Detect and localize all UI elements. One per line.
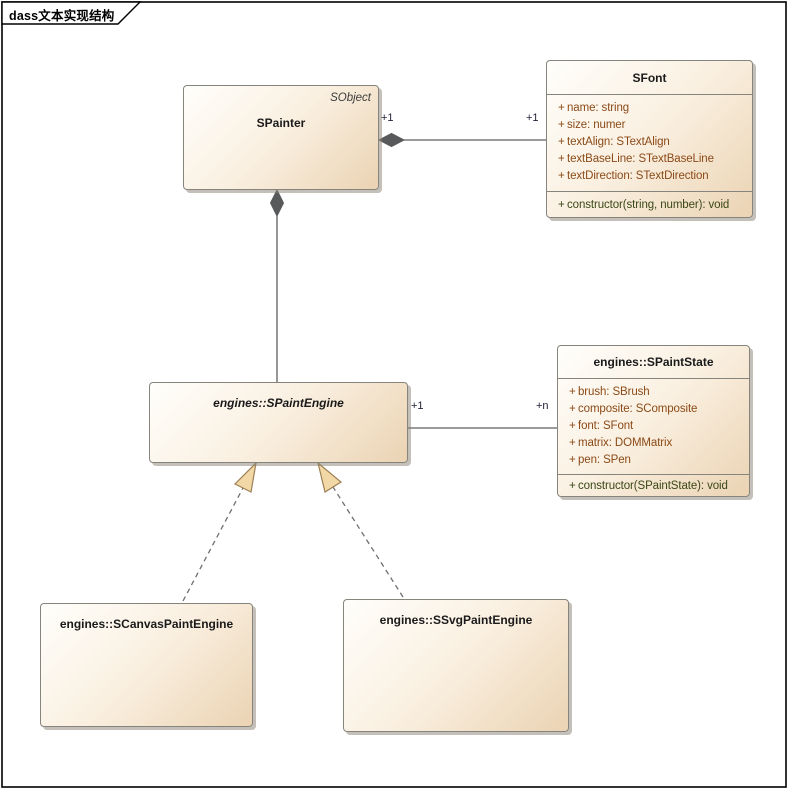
class-box-sfont: SFont +name: string +size: numer +textAlig… xyxy=(546,60,753,218)
class-name: SPainter xyxy=(256,116,306,130)
composition-diamond-icon xyxy=(269,188,285,218)
multiplicity-label: +1 xyxy=(381,112,394,124)
class-member: +name: string xyxy=(558,102,630,114)
class-member: +constructor(string, number): void xyxy=(558,199,730,211)
class-name: engines::SSvgPaintEngine xyxy=(379,613,533,627)
class-member: +matrix: DOMMatrix xyxy=(569,437,673,449)
composition-diamond-icon xyxy=(377,132,406,148)
class-name: engines::SPaintState xyxy=(593,355,714,369)
attributes-compartment: +name: string +size: numer +textAlign: STe… xyxy=(547,94,752,191)
realization-arrowhead-icon xyxy=(233,461,257,493)
class-box-spaintstate: engines::SPaintState +brush: SBrush+comp… xyxy=(557,345,750,497)
class-box-spainter: SObject SPainter xyxy=(183,85,379,190)
class-box-scanvaspaintengine: engines::SCanvasPaintEngine xyxy=(40,603,253,727)
stereotype-label: SObject xyxy=(330,92,371,104)
class-box-ssvgpaintengine: engines::SSvgPaintEngine xyxy=(343,599,569,732)
class-member: +constructor(SPaintState): void xyxy=(569,480,728,492)
class-member: +composite: SComposite xyxy=(569,403,698,415)
diagram-frame-tab xyxy=(1,1,142,25)
class-member: +textBaseLine: STextBaseLine xyxy=(558,153,714,165)
class-member: +size: numer xyxy=(558,119,626,131)
operations-compartment: +constructor(SPaintState): void xyxy=(558,474,749,496)
class-name: engines::SCanvasPaintEngine xyxy=(59,617,234,631)
diagram-frame-title: dass文本实现结构 xyxy=(9,9,115,23)
class-box-spaintengine: engines::SPaintEngine xyxy=(149,382,408,463)
realization-arrowhead-icon xyxy=(316,461,343,493)
multiplicity-label: +1 xyxy=(411,400,424,412)
multiplicity-label: +1 xyxy=(526,112,539,124)
connector-scanvas-realization xyxy=(182,487,244,602)
operations-compartment: +constructor(string, number): void xyxy=(547,191,752,217)
class-member: +font: SFont xyxy=(569,420,634,432)
class-member: +textDirection: STextDirection xyxy=(558,170,709,182)
connector-ssvg-realization xyxy=(332,486,404,598)
class-name: engines::SPaintEngine xyxy=(213,396,344,410)
class-member: +textAlign: STextAlign xyxy=(558,136,670,148)
multiplicity-label: +n xyxy=(536,400,549,412)
class-name: SFont xyxy=(632,70,667,85)
class-member: +pen: SPen xyxy=(569,454,631,466)
attributes-compartment: +brush: SBrush +composite: SComposite +fon… xyxy=(558,378,749,474)
class-member: +brush: SBrush xyxy=(569,386,650,398)
